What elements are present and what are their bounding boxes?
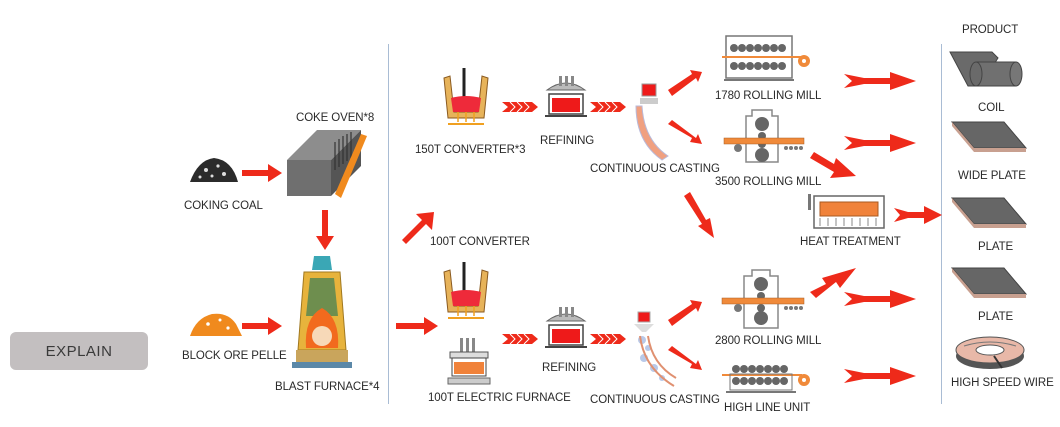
label-high-line: HIGH LINE UNIT: [724, 402, 811, 414]
wire-coil-icon: [954, 334, 1026, 370]
label-mill-3500: 3500 ROLLING MILL: [715, 176, 822, 188]
label-heat-treatment: HEAT TREATMENT: [800, 236, 901, 248]
chevron-arrow-refining-to-casting: [590, 100, 626, 114]
rolling-mill-1780-icon: [722, 35, 812, 82]
continuous-casting-top-icon: [630, 83, 670, 161]
plate-2-icon: [950, 266, 1028, 300]
arrow-3500-to-heat: [810, 152, 856, 180]
products-header: PRODUCT: [962, 24, 1019, 36]
arrow-coal-to-oven: [242, 164, 282, 182]
converter-100t-icon: [440, 262, 492, 328]
blast-furnace-icon: [292, 256, 352, 370]
chevron-arrow-furnace-to-refining: [502, 332, 538, 346]
coking-coal-icon: [188, 156, 240, 184]
arrow-oven-to-furnace: [316, 210, 334, 250]
chevron-arrow-casting-to-2800: [668, 300, 702, 326]
label-converter-100t: 100T CONVERTER: [430, 236, 530, 248]
plate-icon: [950, 196, 1028, 230]
arrow-highline-to-wire: [844, 367, 916, 385]
coil-icon: [949, 51, 1026, 88]
chevron-arrow-converter-to-refining: [502, 100, 538, 114]
block-ore-icon: [190, 312, 242, 336]
separator-products: [941, 44, 942, 404]
arrow-ore-to-furnace: [242, 317, 282, 335]
continuous-casting-bottom-icon: [632, 311, 677, 388]
label-coking-coal: COKING COAL: [184, 200, 263, 212]
product-label-high-speed-wire: HIGH SPEED WIRE: [951, 377, 1054, 389]
arrow-2800-to-heat: [810, 268, 856, 298]
label-casting-bottom: CONTINUOUS CASTING: [590, 394, 720, 406]
product-label-wide-plate: WIDE PLATE: [958, 170, 1026, 182]
label-mill-1780: 1780 ROLLING MILL: [715, 90, 822, 102]
high-line-unit-icon: [722, 362, 812, 398]
converter-150t-icon: [440, 68, 492, 134]
separator-ironmaking: [388, 44, 389, 404]
heat-treatment-icon: [808, 194, 888, 230]
label-converter-150t: 150T CONVERTER*3: [415, 144, 526, 156]
label-casting-top: CONTINUOUS CASTING: [590, 163, 720, 175]
arrow-1780-to-coil: [844, 72, 916, 90]
chevron-arrow-casting-to-heat: [684, 192, 714, 238]
label-electric-furnace: 100T ELECTRIC FURNACE: [428, 392, 571, 404]
label-block-ore: BLOCK ORE PELLE: [182, 350, 287, 362]
product-label-coil: COIL: [978, 102, 1005, 114]
label-refining-top: REFINING: [540, 135, 595, 147]
refining-bottom-icon: [543, 305, 589, 353]
arrow-2800-to-plate: [844, 290, 916, 308]
coke-oven-icon: [287, 130, 367, 202]
arrow-heat-to-plate: [894, 206, 942, 224]
arrow-furnace-to-steel: [396, 317, 438, 335]
refining-top-icon: [543, 74, 589, 122]
label-blast-furnace: BLAST FURNACE*4: [275, 381, 380, 393]
product-label-plate: PLATE: [978, 241, 1014, 253]
chevron-arrow-casting-to-1780: [668, 70, 702, 96]
label-refining-bottom: REFINING: [542, 362, 597, 374]
rolling-mill-3500-icon: [723, 109, 808, 166]
rolling-mill-2800-icon: [721, 269, 806, 330]
arrow-3500-to-wide-plate: [844, 134, 916, 152]
chevron-arrow-casting-to-highline: [668, 346, 702, 372]
electric-furnace-icon: [446, 338, 492, 386]
chevron-arrow-refining-to-casting-bottom: [590, 332, 626, 346]
product-label-plate-2: PLATE: [978, 311, 1014, 323]
label-coke-oven: COKE OVEN*8: [296, 112, 375, 124]
explain-button[interactable]: EXPLAIN: [10, 332, 148, 370]
chevron-arrow-casting-to-3500: [668, 120, 702, 146]
label-mill-2800: 2800 ROLLING MILL: [715, 335, 822, 347]
arrow-to-100t-converter: [400, 210, 436, 246]
wide-plate-icon: [950, 120, 1028, 154]
